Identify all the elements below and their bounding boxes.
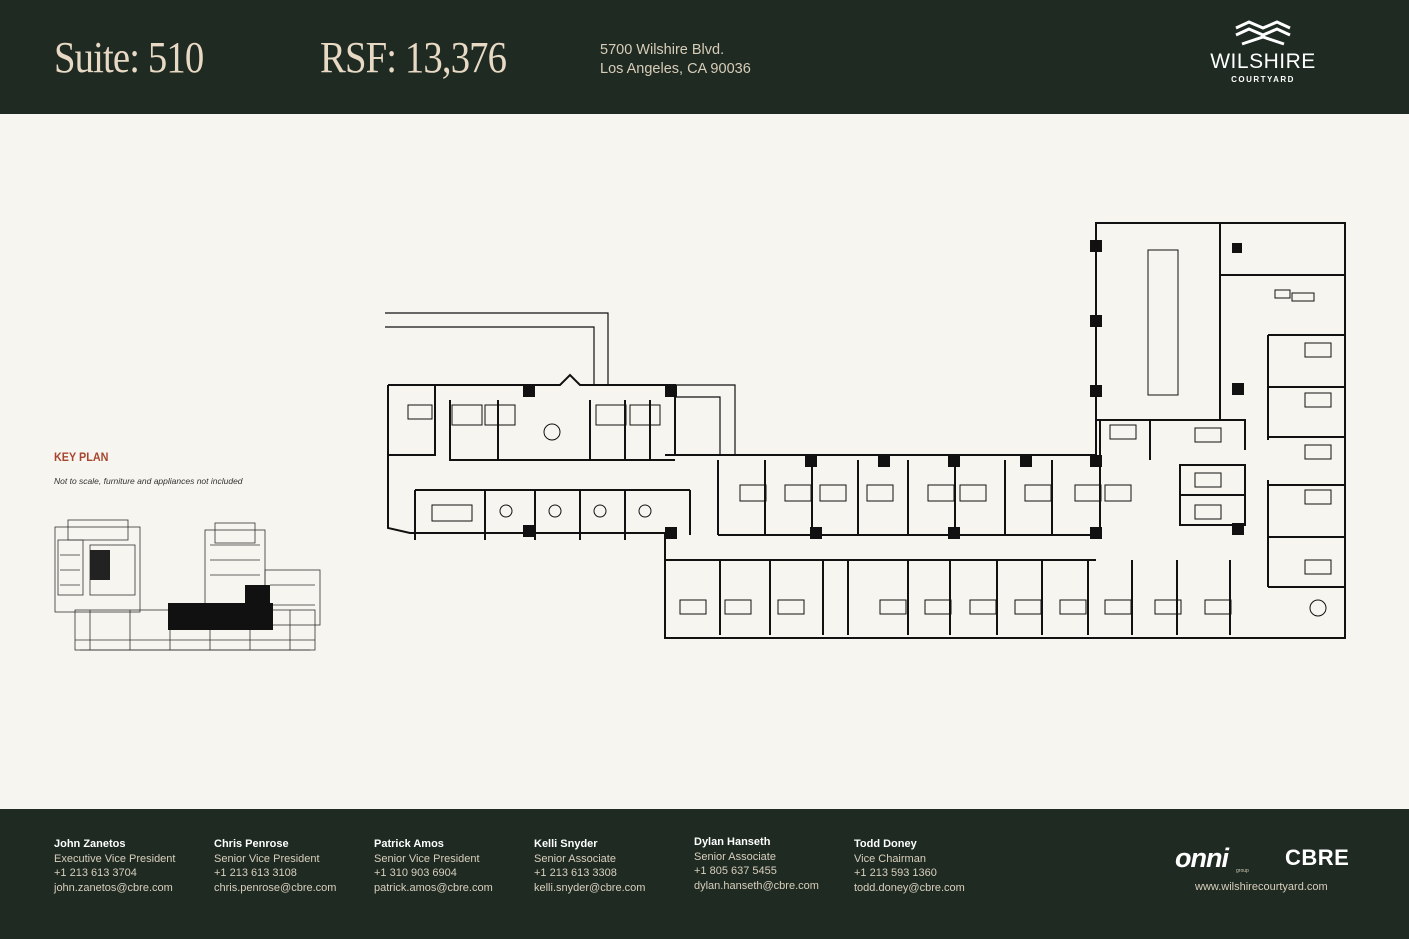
- contact-title: Executive Vice President: [54, 852, 176, 865]
- contact-email[interactable]: chris.penrose@cbre.com: [214, 881, 337, 894]
- contact-email[interactable]: john.zanetos@cbre.com: [54, 881, 173, 894]
- contact-phone[interactable]: +1 213 593 1360: [854, 867, 937, 879]
- contact-name: Patrick Amos: [374, 838, 444, 850]
- contact-title: Senior Associate: [694, 850, 776, 863]
- contact-email[interactable]: patrick.amos@cbre.com: [374, 881, 493, 894]
- contact-title: Vice Chairman: [854, 852, 926, 865]
- keyplan-map: [54, 519, 321, 651]
- onni-logo: onni: [1175, 843, 1229, 873]
- brand-sub: COURTYARD: [1231, 75, 1295, 84]
- contact-phone[interactable]: +1 805 637 5455: [694, 865, 777, 877]
- contact-name: Kelli Snyder: [534, 838, 598, 850]
- contact-title: Senior Vice President: [214, 852, 320, 865]
- keyplan-title: KEY PLAN: [54, 450, 109, 464]
- contact-card: Dylan Hanseth Senior Associate +1 805 63…: [694, 835, 819, 893]
- contact-email[interactable]: todd.doney@cbre.com: [854, 881, 965, 894]
- contact-card: Todd Doney Vice Chairman +1 213 593 1360…: [854, 837, 965, 895]
- contact-title: Senior Associate: [534, 852, 616, 865]
- keyplan-note: Not to scale, furniture and appliances n…: [54, 476, 243, 486]
- contact-card: Chris Penrose Senior Vice President +1 2…: [214, 837, 336, 895]
- suite-number: Suite: 510: [54, 33, 204, 82]
- contact-name: Todd Doney: [854, 838, 917, 850]
- contact-phone[interactable]: +1 213 613 3704: [54, 867, 137, 879]
- contact-name: Chris Penrose: [214, 838, 289, 850]
- contact-phone[interactable]: +1 213 613 3308: [534, 867, 617, 879]
- wilshire-courtyard-logo: WILSHIRE COURTYARD: [1205, 20, 1321, 84]
- cbre-logo: CBRE: [1285, 845, 1350, 870]
- address-line-2: Los Angeles, CA 90036: [600, 61, 751, 77]
- contact-name: Dylan Hanseth: [694, 836, 771, 848]
- website-link[interactable]: www.wilshirecourtyard.com: [1195, 881, 1328, 893]
- contact-email[interactable]: kelli.snyder@cbre.com: [534, 881, 646, 894]
- header: Suite: 510 RSF: 13,376 5700 Wilshire Blv…: [0, 0, 1409, 114]
- wave-logo-icon: [1235, 20, 1291, 46]
- address-line-1: 5700 Wilshire Blvd.: [600, 42, 725, 58]
- contact-title: Senior Vice President: [374, 852, 480, 865]
- brand-name: WILSHIRE: [1210, 50, 1316, 73]
- address: 5700 Wilshire Blvd. Los Angeles, CA 9003…: [600, 41, 751, 79]
- contact-phone[interactable]: +1 310 903 6904: [374, 867, 457, 879]
- contact-email[interactable]: dylan.hanseth@cbre.com: [694, 879, 819, 892]
- contact-card: John Zanetos Executive Vice President +1…: [54, 837, 175, 895]
- contact-phone[interactable]: +1 213 613 3108: [214, 867, 297, 879]
- floor-plan: [385, 222, 1346, 639]
- onni-logo-sub: group: [1236, 868, 1249, 874]
- contact-card: Kelli Snyder Senior Associate +1 213 613…: [534, 837, 645, 895]
- contact-card: Patrick Amos Senior Vice President +1 31…: [374, 837, 493, 895]
- rsf-area: RSF: 13,376: [320, 33, 507, 82]
- contact-name: John Zanetos: [54, 838, 126, 850]
- footer: John Zanetos Executive Vice President +1…: [0, 809, 1409, 939]
